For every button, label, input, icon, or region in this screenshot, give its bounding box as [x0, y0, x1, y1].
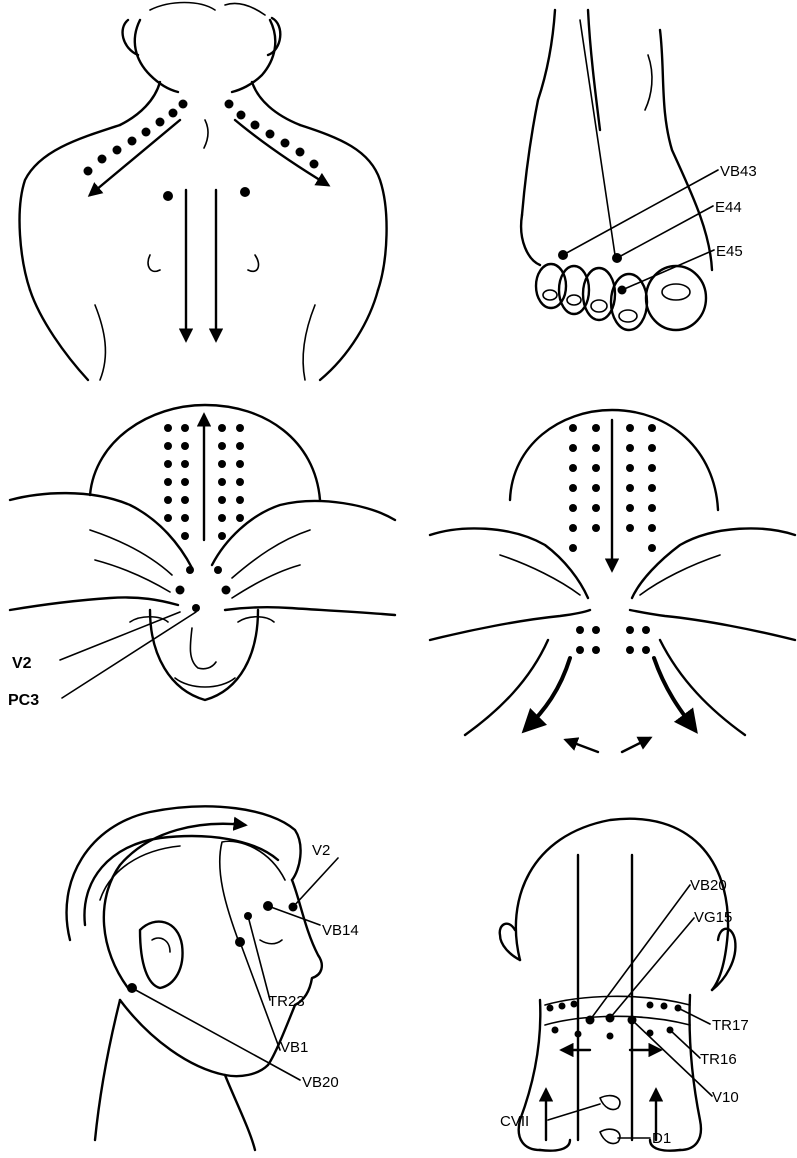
- back-figure-outline: [20, 3, 387, 381]
- leader-pc3: [62, 612, 196, 698]
- leader-e44: [617, 206, 713, 258]
- leader-back-tr16: [670, 1030, 700, 1058]
- point-left-back: [163, 191, 173, 201]
- leader-v2: [60, 612, 180, 660]
- occipital-line: [545, 996, 690, 1005]
- panel-foot: VB43 E44 E45: [521, 10, 757, 330]
- panel-back-shoulders: [20, 3, 387, 381]
- arrow-neck-right: [654, 658, 695, 730]
- label-side-tr23: TR23: [268, 993, 305, 1010]
- panel-forehead: V2 PC3: [8, 405, 395, 709]
- label-back-d1: D1: [652, 1130, 671, 1147]
- label-back-vb20: VB20: [690, 877, 727, 894]
- label-back-tr16: TR16: [700, 1051, 737, 1068]
- label-e44: E44: [715, 199, 742, 216]
- label-back-v10: V10: [712, 1089, 739, 1106]
- label-back-tr17: TR17: [712, 1017, 749, 1034]
- leader-back-tr17: [678, 1008, 710, 1024]
- panel-back-neck: VB20 VG15 TR17 TR16 V10 CVII D1: [500, 819, 749, 1151]
- label-back-cv11: CVII: [500, 1113, 529, 1130]
- label-v2: V2: [12, 655, 32, 672]
- back-head-outline: [465, 410, 745, 735]
- label-side-vb20: VB20: [302, 1074, 339, 1091]
- foot-meridian-line: [580, 20, 615, 255]
- label-side-vb14: VB14: [322, 922, 359, 939]
- neck-line-mid: [545, 1016, 690, 1025]
- hand-left: [10, 493, 192, 610]
- back-neck-outline: [500, 819, 736, 1151]
- panel-back-head: [430, 410, 795, 752]
- point-right-back: [240, 187, 250, 197]
- label-back-vg15: VG15: [694, 909, 732, 926]
- side-head-outline: [67, 806, 322, 1150]
- panel-side-head: V2 VB14 TR23 VB1 VB20: [67, 806, 359, 1150]
- label-e45: E45: [716, 243, 743, 260]
- arrow-small-left: [566, 740, 598, 752]
- foot-outline: [521, 10, 712, 330]
- label-side-v2: V2: [312, 842, 330, 859]
- leader-back-vb20: [590, 885, 690, 1020]
- leader-e45: [622, 250, 714, 290]
- label-side-vb1: VB1: [280, 1039, 308, 1056]
- vertebra-cv11: [600, 1096, 620, 1110]
- hand-back-left: [430, 528, 590, 640]
- leader-side-tr23: [248, 916, 270, 1000]
- shoulder-dots-left: [84, 100, 188, 176]
- arrow-small-right: [622, 738, 650, 752]
- label-vb43: VB43: [720, 163, 757, 180]
- label-pc3: PC3: [8, 692, 39, 709]
- leader-back-cv11: [548, 1104, 600, 1120]
- leader-vb43: [563, 170, 718, 255]
- vertebra-d1: [600, 1129, 620, 1143]
